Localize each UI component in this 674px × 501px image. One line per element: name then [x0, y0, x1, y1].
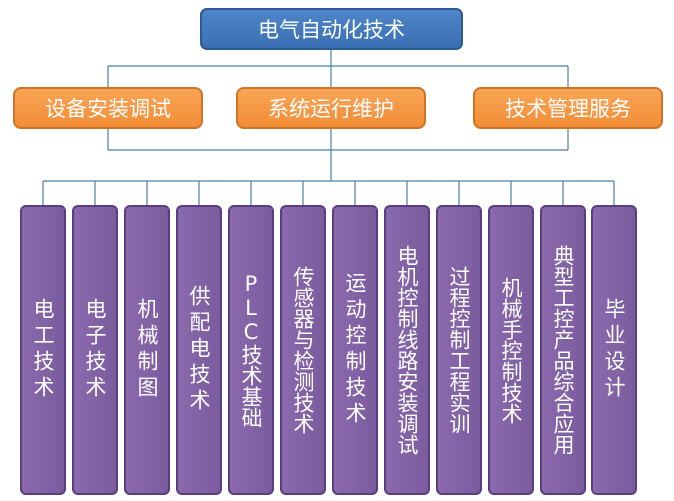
course-node-plc-basics: PLC技术基础	[228, 205, 274, 495]
course-node-sensors-detection: 传感器与检测技术	[280, 205, 326, 495]
direction-node-technical-management: 技术管理服务	[473, 87, 663, 129]
direction-node-equipment-installation: 设备安装调试	[13, 87, 203, 129]
course-node-manipulator-control: 机械手控制技术	[488, 205, 534, 495]
course-node-process-control-training: 过程控制工程实训	[436, 205, 482, 495]
course-node-motion-control: 运动控制技术	[332, 205, 378, 495]
direction-node-system-operation: 系统运行维护	[236, 87, 426, 129]
course-node-electronic-tech: 电子技术	[72, 205, 118, 495]
root-node: 电气自动化技术	[200, 8, 463, 50]
course-node-industrial-control-products: 典型工控产品综合应用	[540, 205, 586, 495]
course-node-electrical-tech: 电工技术	[20, 205, 66, 495]
course-node-graduation-design: 毕业设计	[591, 205, 637, 495]
course-node-motor-control-circuit: 电机控制线路安装调试	[384, 205, 430, 495]
course-node-power-supply: 供配电技术	[176, 205, 222, 495]
course-node-mechanical-drawing: 机械制图	[124, 205, 170, 495]
